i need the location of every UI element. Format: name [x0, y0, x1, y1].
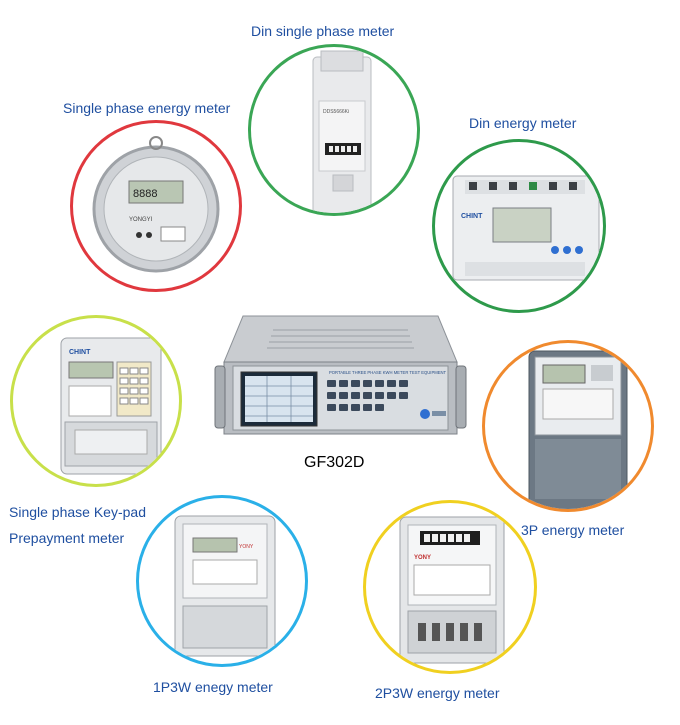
panel-title: PORTABLE THREE PHASE KWH METER TEST EQUI…	[329, 370, 447, 375]
caption-2p3w: 2P3W energy meter	[375, 685, 500, 701]
ring-3p-energy	[482, 340, 654, 512]
caption-keypad-line1: Single phase Key-pad	[9, 504, 146, 520]
keypad-prepayment-meter-image: CHINT	[60, 337, 162, 475]
caption-single-phase-energy: Single phase energy meter	[63, 100, 231, 116]
gf302d-equipment-image: PORTABLE THREE PHASE KWH METER TEST EQUI…	[214, 315, 467, 435]
caption-din-single-phase: Din single phase meter	[251, 23, 395, 39]
2p3w-brand: YONY	[414, 555, 431, 561]
caption-3p: 3P energy meter	[521, 522, 625, 538]
ring-din-single-phase: DDS5666Ki	[248, 44, 420, 216]
single-phase-brand: YONGYI	[129, 217, 153, 223]
caption-keypad-line2: Prepayment meter	[9, 530, 125, 546]
2p3w-meter-image: YONY	[399, 516, 505, 664]
svg-text:8888: 8888	[133, 188, 157, 200]
1p3w-brand: YONY	[239, 544, 254, 550]
din-single-phase-meter-image: DDS5666Ki	[312, 50, 372, 213]
ring-single-phase-energy: 8888 YONGYI	[70, 120, 242, 292]
ring-1p3w: YONY	[136, 495, 308, 667]
3p-energy-meter-image	[528, 350, 628, 509]
din-energy-meter-image: CHINT	[452, 175, 600, 281]
keypad-brand: CHINT	[69, 349, 91, 356]
ring-keypad-prepayment: CHINT	[10, 315, 182, 487]
ring-din-energy: CHINT	[432, 139, 606, 313]
din-single-brand: DDS5666Ki	[323, 109, 349, 115]
caption-1p3w: 1P3W enegy meter	[153, 679, 273, 695]
product-title: GF302D	[304, 454, 365, 471]
single-phase-energy-meter-image: 8888 YONGYI	[92, 136, 220, 273]
1p3w-meter-image: YONY	[174, 515, 276, 657]
din-energy-brand: CHINT	[461, 213, 483, 220]
caption-din-energy: Din energy meter	[469, 115, 577, 131]
ring-2p3w: YONY	[363, 500, 537, 674]
